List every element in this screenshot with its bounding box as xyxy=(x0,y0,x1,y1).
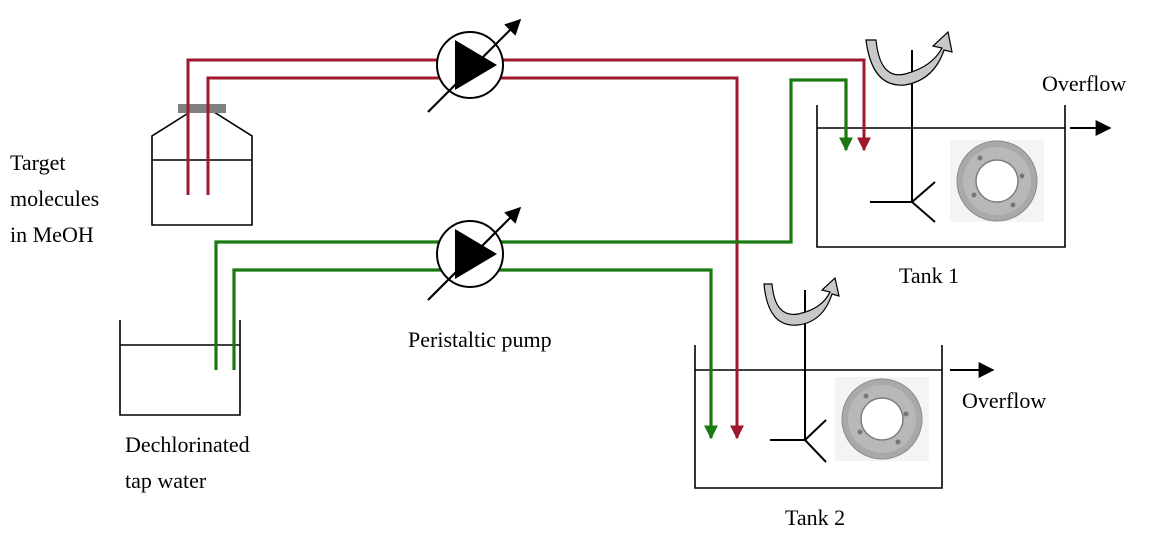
bottle-cap xyxy=(178,104,226,113)
stirrer-tank-1 xyxy=(866,32,952,222)
tap-water-line-2: tap water xyxy=(125,463,250,499)
tap-water-line-1: Dechlorinated xyxy=(125,427,250,463)
stirrer-arrow-icon xyxy=(866,32,952,85)
tap-water-beaker xyxy=(120,320,240,415)
pump-icon xyxy=(428,208,520,300)
methanol-bottle xyxy=(152,104,252,225)
pump-label: Peristaltic pump xyxy=(408,322,552,358)
overflow-label-tank1: Overflow xyxy=(1042,66,1126,102)
target-molecules-line-2: molecules xyxy=(10,181,99,217)
washer-sample-icon xyxy=(835,377,929,461)
washer-sample-icon xyxy=(950,140,1044,222)
tap-water-label: Dechlorinated tap water xyxy=(125,427,250,499)
methanol-tubing xyxy=(188,60,864,438)
target-molecules-line-3: in MeOH xyxy=(10,217,99,253)
tank1-label: Tank 1 xyxy=(899,258,959,294)
target-molecules-label: Target molecules in MeOH xyxy=(10,145,99,253)
target-molecules-line-1: Target xyxy=(10,145,99,181)
overflow-label-tank2: Overflow xyxy=(962,383,1046,419)
water-tubing xyxy=(216,80,846,438)
pump-icon xyxy=(428,20,520,112)
tank2-label: Tank 2 xyxy=(785,500,845,536)
stirrer-arrow-icon xyxy=(764,278,839,325)
